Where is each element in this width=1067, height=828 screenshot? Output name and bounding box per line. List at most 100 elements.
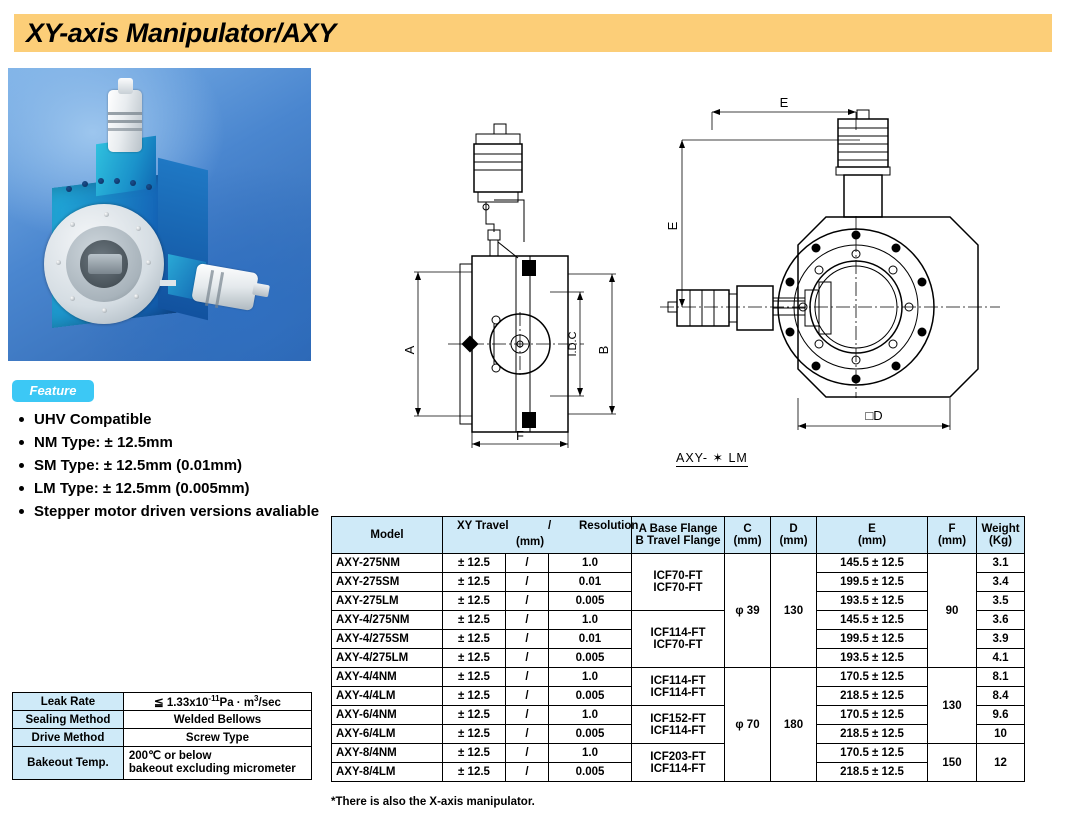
table-header-row: Model XY Travel / Resolution (mm) A Base… [331,516,1025,554]
cell-model: AXY-6/4LM [331,724,443,744]
col-header-f-label: F [948,523,956,535]
cell-model: AXY-8/4LM [331,762,443,782]
cell-slash: / [505,667,549,687]
cell-f: 130 [927,667,977,744]
table-row: AXY-275NM ± 12.5 / 1.0 ICF70-FT ICF70-FT… [331,553,1025,668]
drawing-caption: AXY- ✶ LM [676,451,748,467]
cell-e: 199.5 ± 12.5 [816,629,928,649]
col-header-weight: Weight (Kg) [976,516,1025,554]
cell-e: 199.5 ± 12.5 [816,572,928,592]
col-header-travel-resolution: XY Travel / Resolution (mm) [442,516,638,554]
cell-flange: ICF114-FT ICF114-FT [631,667,725,706]
cell-e: 218.5 ± 12.5 [816,724,928,744]
photo-flange-bolt [70,222,75,227]
feature-item-label: LM Type: ± 12.5mm (0.005mm) [34,480,250,497]
table-row: Sealing Method Welded Bellows [12,710,313,729]
table-row: AXY-4/275LM ± 12.5 / 0.005 193.5 ± 12.5 … [331,648,1025,668]
feature-item: LM Type: ± 12.5mm (0.005mm) [10,477,340,500]
cell-weight: 8.1 [976,667,1025,687]
cell-slash: / [505,629,549,649]
cell-e: 170.5 ± 12.5 [816,667,928,687]
col-header-e-label: E [868,523,876,535]
cell-f: 150 [927,743,977,782]
col-header-e-unit: (mm) [857,535,887,547]
leak-rate-value: ≦ 1.33x10-11Pa · m3/sec [154,694,281,709]
col-header-slash: / [548,520,552,532]
cell-flange-b: ICF114-FT [650,762,706,775]
feature-badge-label: Feature [29,383,77,398]
photo-flange-bolt [136,226,141,231]
feature-item-label: Stepper motor driven versions avaliable [34,503,320,520]
dim-label-idc: I.D.C [567,331,579,356]
cell-travel: ± 12.5 [442,629,506,649]
photo-flange-bolt [56,260,61,265]
drawing-front-section-view: A B I.D.C F [398,112,648,452]
spec-key: Leak Rate [12,692,124,711]
photo-micrometer-tip [252,282,270,298]
cell-c: φ 70 [724,667,771,782]
cell-f: 90 [927,553,977,668]
cell-model: AXY-275SM [331,572,443,592]
table-row: AXY-4/4NM ± 12.5 / 1.0 ICF114-FT ICF114-… [331,667,1025,782]
feature-item: UHV Compatible [10,408,340,431]
cell-model: AXY-6/4NM [331,705,443,725]
cell-resolution: 1.0 [548,610,632,630]
cell-model: AXY-4/275NM [331,610,443,630]
feature-badge: Feature [12,380,94,402]
cell-c: φ 39 [724,553,771,668]
photo-bolt [130,180,136,186]
cell-travel: ± 12.5 [442,705,506,725]
cell-weight: 9.6 [976,705,1025,725]
dim-label-e-top: E [780,96,789,110]
table-row: Bakeout Temp. 200℃ or below bakeout excl… [12,746,313,780]
cell-flange-a: ICF152-FT [650,712,706,725]
cell-slash: / [505,686,549,706]
model-specifications-table: Model XY Travel / Resolution (mm) A Base… [331,516,1025,782]
cell-slash: / [505,553,549,573]
cell-e: 218.5 ± 12.5 [816,686,928,706]
col-header-d-label: D [789,523,798,535]
cell-model: AXY-4/275LM [331,648,443,668]
cell-travel: ± 12.5 [442,667,506,687]
photo-micrometer-ring [108,128,142,131]
cell-d: 180 [770,667,817,782]
dim-label-b: B [596,346,611,355]
spec-value: Screw Type [122,728,313,747]
col-header-f-unit: (mm) [937,535,967,547]
cell-slash: / [505,724,549,744]
table-row: AXY-8/4LM ± 12.5 / 0.005 218.5 ± 12.5 [331,762,1025,782]
cell-model: AXY-4/4NM [331,667,443,687]
bullet-icon [19,509,24,514]
cell-model: AXY-8/4NM [331,743,443,763]
cell-travel: ± 12.5 [442,648,506,668]
cell-resolution: 0.01 [548,629,632,649]
photo-drive-stem [160,280,176,286]
bullet-icon [19,440,24,445]
feature-item: SM Type: ± 12.5mm (0.01mm) [10,454,340,477]
cell-e: 145.5 ± 12.5 [816,610,928,630]
feature-item-label: NM Type: ± 12.5mm [34,434,173,451]
cell-resolution: 0.005 [548,762,632,782]
cell-travel: ± 12.5 [442,572,506,592]
col-header-flange-a: A Base Flange [638,523,718,535]
col-header-weight-unit: (Kg) [989,535,1012,547]
table-row: AXY-6/4NM ± 12.5 / 1.0 ICF152-FT ICF114-… [331,705,1025,744]
bullet-icon [19,417,24,422]
col-header-f: F (mm) [927,516,977,554]
title-banner [14,14,1052,52]
photo-top-micrometer-cap [118,78,133,94]
cell-weight: 3.9 [976,629,1025,649]
feature-item-label: UHV Compatible [34,411,152,428]
drawing-side-plan-view: E E □D [660,96,1060,456]
feature-item-label: SM Type: ± 12.5mm (0.01mm) [34,457,243,474]
cell-travel: ± 12.5 [442,553,506,573]
cell-resolution: 1.0 [548,705,632,725]
cell-resolution: 1.0 [548,667,632,687]
cell-flange-b: ICF70-FT [653,639,703,651]
photo-bolt [98,178,104,184]
table-row: AXY-275SM ± 12.5 / 0.01 199.5 ± 12.5 3.4 [331,572,1025,592]
cell-travel: ± 12.5 [442,610,506,630]
table-row: AXY-4/4LM ± 12.5 / 0.005 218.5 ± 12.5 8.… [331,686,1025,706]
cell-resolution: 0.005 [548,591,632,611]
col-header-resolution: Resolution [579,520,639,532]
